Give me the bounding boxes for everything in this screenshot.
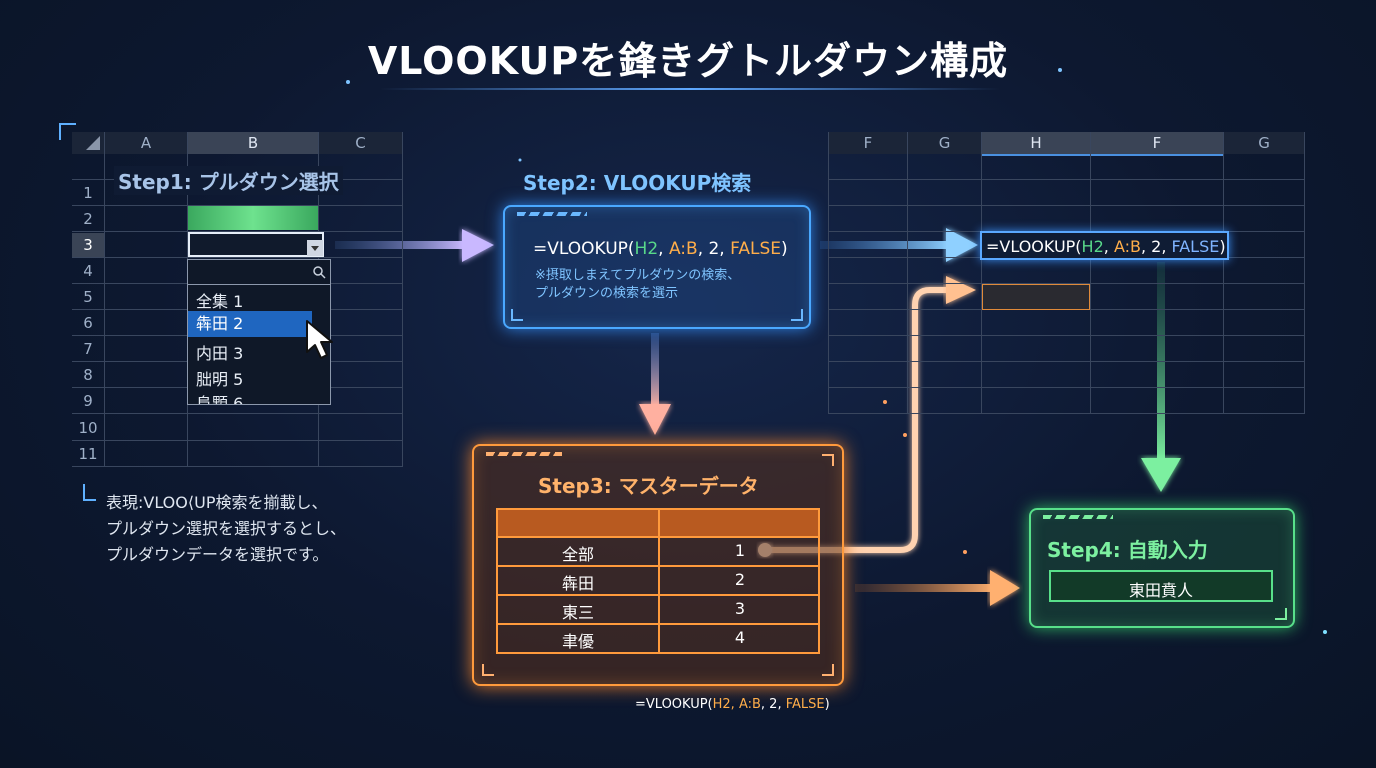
arrow-step1-step2-shaft	[335, 241, 465, 249]
dropdown-list: 全集 1 犇田 2 内田 3 朏明 5 阜顆 6	[187, 259, 331, 405]
col-header-g1[interactable]: G	[908, 132, 982, 154]
row-number-2[interactable]: 2	[83, 210, 93, 228]
connector-master-to-sheet	[765, 287, 948, 553]
col-header-h[interactable]: H	[982, 132, 1091, 156]
master-row-1-value: 1	[734, 541, 746, 560]
formula-cell-h3[interactable]: =VLOOKUP(H2, A:B, 2, FALSE)	[980, 231, 1229, 260]
row-number-10[interactable]: 10	[78, 419, 98, 437]
result-cell-h5[interactable]	[982, 284, 1090, 310]
step4-label: Step4: 自動入力	[1047, 538, 1208, 562]
row-number-1[interactable]: 1	[83, 184, 93, 202]
dropdown-item-1-selected[interactable]: 犇田 2	[188, 311, 312, 337]
dropdown-toggle-button[interactable]	[307, 240, 323, 256]
left-bracket-bottom	[83, 484, 96, 501]
left-note-line-1: 表現:VLOO⟨UP検索を揃載し、	[106, 493, 328, 512]
page-title: VLOOKUPを鋒きグトルダウン構成	[367, 39, 1009, 83]
step1-label: Step1: プルダウン選択	[114, 166, 343, 195]
arrow-sheet-step4-shaft	[1157, 262, 1165, 462]
step2-formula: =VLOOKUP(H2, A:B, 2, FALSE)	[533, 239, 788, 259]
col-header-a[interactable]: A	[105, 132, 188, 154]
arrow-step2-sheet-head	[946, 228, 978, 262]
row-number-3[interactable]: 3	[72, 233, 104, 257]
step2-note: ※摂取しまえてプルダウンの検索、 プルダウンの検索を選示	[535, 268, 741, 301]
dropdown-item-3[interactable]: 朏明 5	[196, 370, 244, 389]
master-row-4-name: 聿優	[561, 632, 594, 651]
arrow-master-sheet-head	[946, 276, 976, 304]
dropdown-item-0[interactable]: 全集 1	[196, 292, 244, 311]
step3-label: Step3: マスターデータ	[538, 474, 759, 498]
col-header-c[interactable]: C	[319, 132, 403, 154]
row-number-9[interactable]: 9	[83, 392, 93, 410]
master-row-3-value: 3	[734, 599, 746, 618]
mouse-cursor-icon	[306, 320, 333, 359]
left-note-line-2: プルダウン選択を選択するとし、	[106, 519, 347, 538]
row-number-7[interactable]: 7	[83, 340, 93, 358]
arrow-step2-step3-shaft	[651, 333, 659, 408]
col-header-f1[interactable]: F	[829, 132, 908, 154]
step2-deco-stripe	[517, 212, 587, 216]
dropdown-search-input[interactable]	[188, 260, 330, 285]
master-row-3-name: 東三	[561, 603, 594, 622]
select-all-corner[interactable]	[72, 132, 105, 154]
step2-label-text: Step2: VLOOKUP検索	[523, 171, 752, 195]
master-data-table: 全部 1 犇田 2 東三 3 聿優 4	[496, 508, 820, 654]
arrow-step1-step2-head	[462, 229, 494, 262]
col-header-f2[interactable]: F	[1091, 132, 1224, 156]
dropdown-item-2[interactable]: 内田 3	[196, 344, 244, 363]
master-row-1-name: 全部	[561, 545, 594, 564]
step2-label: Step2: VLOOKUP検索	[523, 167, 751, 196]
chevron-down-icon	[311, 246, 319, 251]
left-bracket-top	[59, 123, 76, 140]
step2-box: =VLOOKUP(H2, A:B, 2, FALSE) ※摂取しまえてプルダウン…	[503, 205, 811, 329]
title-underline	[380, 88, 1000, 90]
sheet-formula: =VLOOKUP(H2, A:B, 2, FALSE)	[986, 237, 1226, 256]
arrow-step3-step4-head	[990, 570, 1020, 606]
col-header-g2[interactable]: G	[1224, 132, 1305, 154]
master-row-4-value: 4	[734, 628, 746, 647]
arrow-step3-step4-shaft	[855, 584, 995, 592]
row-number-5[interactable]: 5	[83, 288, 93, 306]
auto-fill-result-field[interactable]: 東田賁人	[1049, 570, 1273, 602]
row-number-8[interactable]: 8	[83, 366, 93, 384]
arrow-step2-sheet-shaft	[820, 241, 950, 249]
col-header-b[interactable]: B	[188, 132, 319, 154]
master-row-2-value: 2	[734, 570, 746, 589]
master-row-2-name: 犇田	[561, 574, 594, 593]
dropdown-cell-b3[interactable]	[188, 232, 324, 257]
search-icon	[313, 266, 326, 279]
arrow-sheet-step4-head	[1141, 458, 1181, 492]
auto-fill-result-value: 東田賁人	[1128, 581, 1193, 600]
arrow-step2-step3-head	[639, 404, 671, 435]
step3-caption-formula: =VLOOKUP(H2, A:B, 2, FALSE)	[635, 697, 830, 712]
row-number-4[interactable]: 4	[83, 262, 93, 280]
step4-box: Step4: 自動入力 東田賁人	[1029, 508, 1295, 628]
dropdown-item-4[interactable]: 阜顆 6	[196, 394, 244, 405]
left-note-line-3: プルダウンデータを選択です。	[106, 545, 329, 564]
row-number-6[interactable]: 6	[83, 314, 93, 332]
left-note: 表現:VLOO⟨UP検索を揃載し、 プルダウン選択を選択するとし、 プルダウンデ…	[106, 490, 346, 568]
cell-b2-highlight[interactable]	[188, 206, 318, 230]
row-number-11[interactable]: 11	[78, 445, 98, 463]
